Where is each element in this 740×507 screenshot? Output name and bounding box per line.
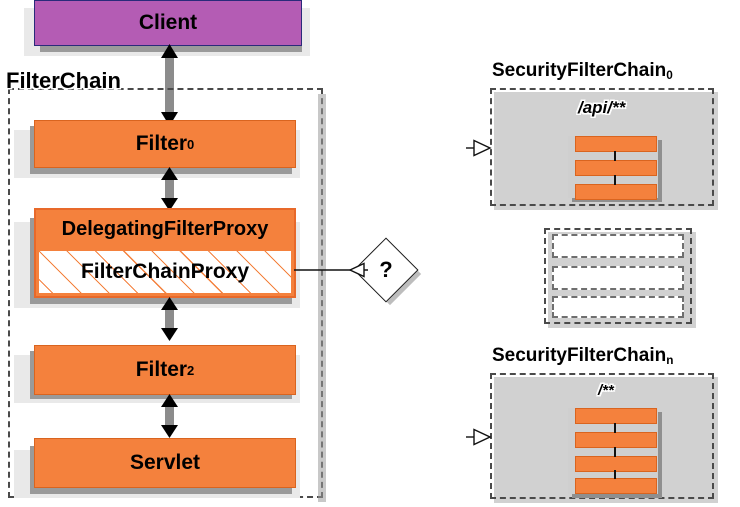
client-box[interactable]: Client xyxy=(34,0,302,46)
sfc0-bar-connector-2 xyxy=(613,175,617,185)
security-filter-chain-n-label: SecurityFilterChainn xyxy=(492,345,674,367)
sfcn-bar-connector-2 xyxy=(613,447,617,457)
security-filter-chain-n-group xyxy=(490,373,714,499)
filter-chain-proxy-box[interactable]: FilterChainProxy xyxy=(36,248,294,296)
security-filter-chain-0-group xyxy=(490,88,714,206)
security-filter-chain-n-path: /** xyxy=(598,382,614,399)
placeholder-bar-1 xyxy=(552,234,684,258)
sfcn-filter-bar-1[interactable] xyxy=(575,408,657,424)
dfp-box[interactable]: DelegatingFilterProxy FilterChainProxy xyxy=(34,208,296,298)
security-filter-chain-0-path: /api/** xyxy=(578,98,626,117)
sfc0-bar-connector-1 xyxy=(613,151,617,161)
filter-chain-proxy-label: FilterChainProxy xyxy=(80,260,250,283)
connector-filter0-dfp xyxy=(160,167,180,211)
filterchain-group-shadow xyxy=(318,94,326,502)
filter0-label: Filter xyxy=(135,132,188,155)
filter0-subscript: 0 xyxy=(187,136,195,152)
sfc0-filter-bar-2[interactable] xyxy=(575,160,657,176)
servlet-label: Servlet xyxy=(129,451,201,474)
sfc0-filter-bar-3[interactable] xyxy=(575,184,657,200)
placeholder-bar-2 xyxy=(552,266,684,290)
placeholder-bar-3 xyxy=(552,296,684,318)
filter2-label: Filter xyxy=(135,358,188,381)
decision-label: ? xyxy=(379,257,393,282)
filter2-subscript: 2 xyxy=(187,362,195,378)
sfcn-filter-bar-2[interactable] xyxy=(575,432,657,448)
sfcn-bar-connector-3 xyxy=(613,470,617,479)
sfcn-entry-arrow xyxy=(466,428,492,446)
sfcn-filter-bar-4[interactable] xyxy=(575,478,657,494)
servlet-box[interactable]: Servlet xyxy=(34,438,296,488)
placeholder-group xyxy=(544,228,692,324)
sfc0-filter-bar-1[interactable] xyxy=(575,136,657,152)
client-label: Client xyxy=(138,11,198,34)
sfcn-bar-connector-1 xyxy=(613,423,617,433)
security-filter-chain-0-label: SecurityFilterChain0 xyxy=(492,60,673,82)
sfc0-entry-arrow xyxy=(466,139,492,157)
dfp-title: DelegatingFilterProxy xyxy=(61,217,269,240)
connector-fcp-decision xyxy=(294,262,370,278)
connector-dfp-filter2 xyxy=(160,297,180,341)
connector-client-filter0 xyxy=(160,44,180,126)
connector-filter2-servlet xyxy=(160,394,180,438)
filterchain-group-label: FilterChain xyxy=(6,68,121,93)
